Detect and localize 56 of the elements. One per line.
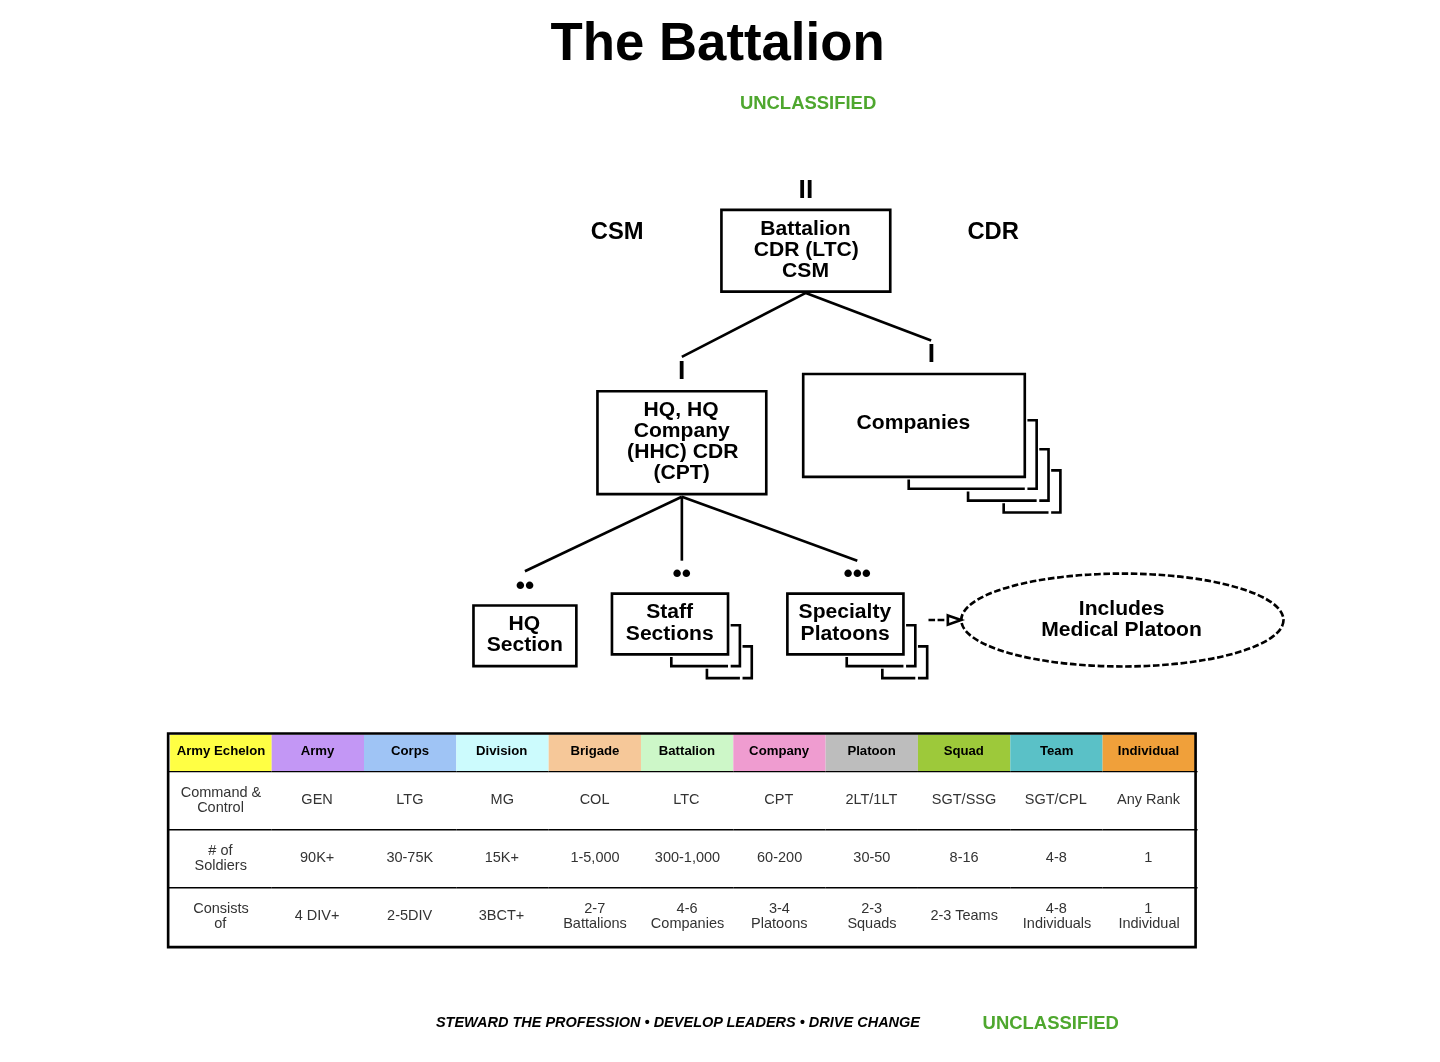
label: 30-75K [386,849,434,866]
label: 30-50 [853,849,891,866]
label: COL [579,791,610,808]
label: SGT/SSG [931,791,997,808]
label: Team [1039,743,1074,759]
node-label: II [798,173,814,204]
label: LTC [673,791,700,808]
label: 4-8 [1045,849,1067,866]
label: GEN [301,791,333,808]
label: STEWARD THE PROFESSION • DEVELOP LEADERS • DRIVE CHANGE [435,1014,921,1031]
label: Command & Control [180,783,262,816]
label: LTG [396,791,424,808]
label: 1-5,000 [570,849,620,866]
label: 300-1,000 [654,849,721,866]
label: CPT [764,791,794,808]
label: Battalion [658,743,716,759]
label: 2-7 Battalions [563,899,627,932]
node-label: •• [515,569,535,600]
label: 2-3 Teams [930,907,998,924]
label: Platoon [847,743,896,759]
label: Army Echelon [176,743,266,759]
diagram-title: The Battalion [550,11,885,71]
label: UNCLASSIFIED [982,1011,1119,1033]
label: Company [749,743,810,759]
label: Army [300,743,335,759]
label: 2-5DIV [387,907,433,924]
label: MG [490,791,514,808]
label: 4 DIV+ [294,907,340,924]
node-label: I [677,355,686,386]
label: CSM [590,218,644,245]
label: Division [476,743,528,759]
label: 3BCT+ [478,907,525,924]
label: Corps [391,743,430,759]
label: 8-16 [949,849,979,866]
label: # of Soldiers [194,841,247,874]
node-label: ••• [843,557,872,588]
label: 4-8 Individuals [1022,899,1092,932]
label: 2LT/1LT [845,791,898,808]
label: Consists of [193,899,249,932]
label: 90K+ [300,849,335,866]
label: Any Rank [1117,791,1180,808]
label: UNCLASSIFIED [739,92,877,114]
label: Brigade [570,743,620,759]
label: SGT/CPL [1024,791,1087,808]
label: 4-6 Companies [650,899,725,932]
label: 1 Individual [1118,899,1180,932]
node-label: I [927,338,936,369]
label: Individual [1117,743,1180,759]
label: CDR [967,218,1019,245]
label: 3-4 Platoons [751,899,808,932]
label: 1 [1144,849,1153,866]
node-label: •• [672,557,692,588]
label: Squad [943,743,984,759]
label: 60-200 [757,849,803,866]
label: 2-3 Squads [847,899,897,932]
label: 15K+ [484,849,519,866]
